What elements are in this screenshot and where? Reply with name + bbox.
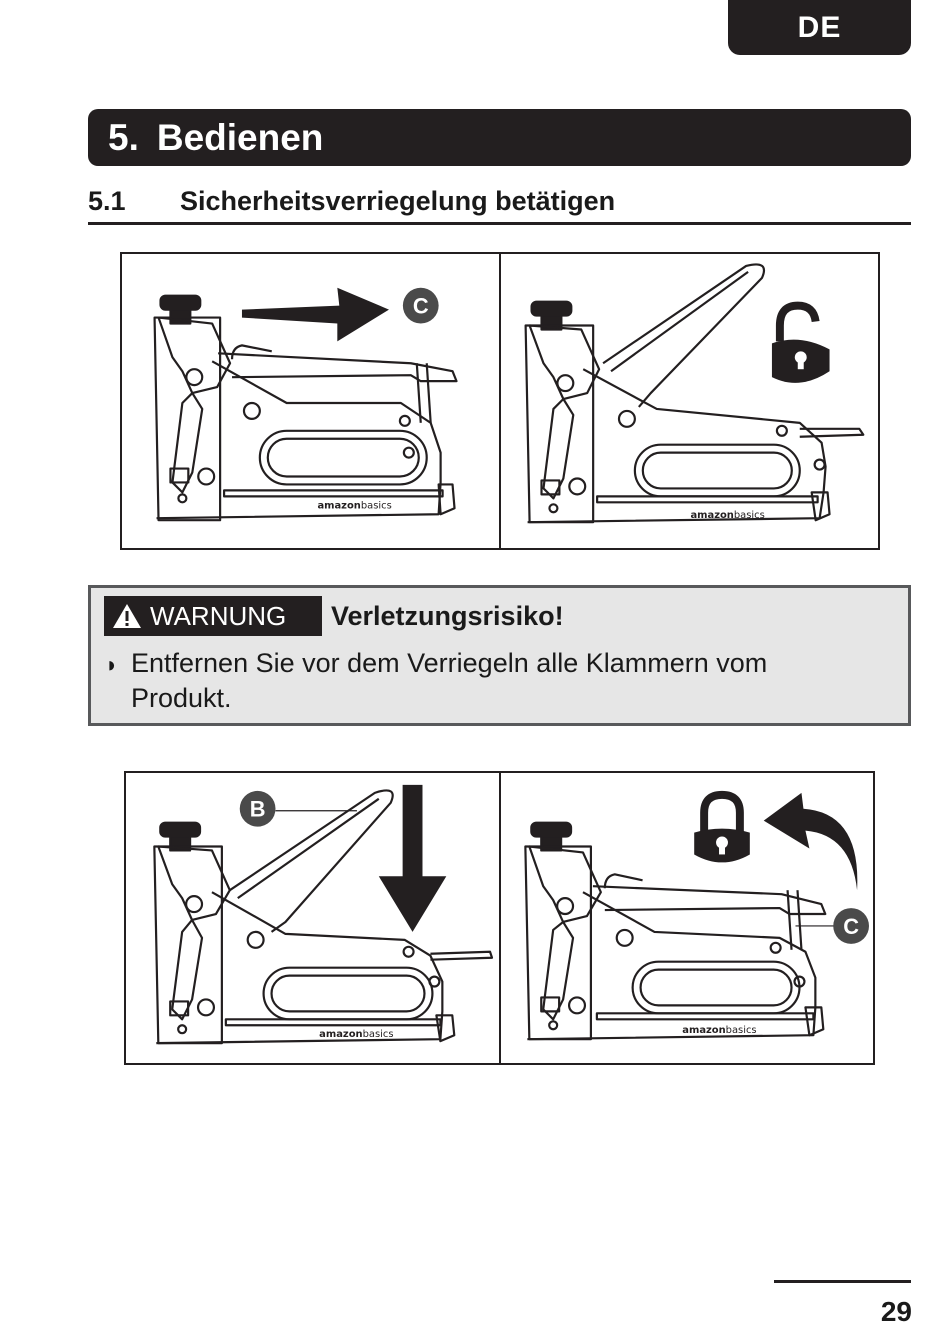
svg-text:amazonbasics: amazonbasics	[317, 500, 391, 511]
page-number: 29	[880, 1296, 912, 1327]
section-title: Bedienen	[156, 116, 324, 158]
arrow-down-icon	[378, 784, 447, 932]
warning-box: WARNUNG Verletzungsrisiko! ◗ Entfernen S…	[88, 585, 911, 726]
footer-rule	[774, 1280, 911, 1283]
figure-panel-locked-state: C amazonbasics	[122, 254, 499, 548]
callout-b: B	[250, 797, 266, 822]
subsection-title: Sicherheitsverriegelung betätigen	[180, 186, 616, 216]
stapler-illustration: amazonbasics	[524, 263, 865, 524]
stapler-illustration: B amazonbasics	[153, 784, 494, 1045]
stapler-illustration: C amazonbasics	[523, 790, 869, 1041]
subsection-heading: 5.1 Sicherheitsverriegelung betätigen	[88, 184, 911, 225]
arrow-right-icon	[241, 287, 389, 342]
figure-panel-press-down: B amazonbasics	[126, 773, 499, 1063]
locked-padlock-icon	[693, 790, 750, 863]
warning-triangle-icon	[112, 603, 142, 629]
callout-c: C	[843, 914, 859, 939]
subsection-number: 5.1	[88, 186, 126, 216]
language-tab: DE	[728, 0, 911, 55]
bullet-icon: ◗	[105, 652, 119, 677]
curved-arrow-left-icon	[763, 792, 857, 891]
section-number: 5.	[108, 116, 139, 158]
figure-panel-locked: C amazonbasics	[498, 773, 874, 1063]
warning-label: WARNUNG	[104, 596, 322, 636]
stapler-illustration: C amazonbasics	[153, 287, 458, 522]
svg-text:amazonbasics: amazonbasics	[319, 1029, 393, 1040]
svg-text:amazonbasics: amazonbasics	[690, 510, 764, 521]
section-heading: 5. Bedienen	[88, 109, 911, 166]
figure-unlock: C amazonbasics	[120, 252, 880, 550]
unlocked-padlock-icon	[771, 301, 830, 383]
callout-c: C	[413, 294, 429, 319]
warning-text: Entfernen Sie vor dem Verriegeln alle Kl…	[131, 648, 768, 713]
figure-lock: B amazonbasics	[124, 771, 875, 1065]
warning-title: Verletzungsrisiko!	[331, 601, 564, 631]
svg-text:amazonbasics: amazonbasics	[682, 1025, 756, 1036]
figure-panel-unlocked-state: amazonbasics	[499, 254, 878, 548]
warning-label-text: WARNUNG	[150, 600, 287, 631]
